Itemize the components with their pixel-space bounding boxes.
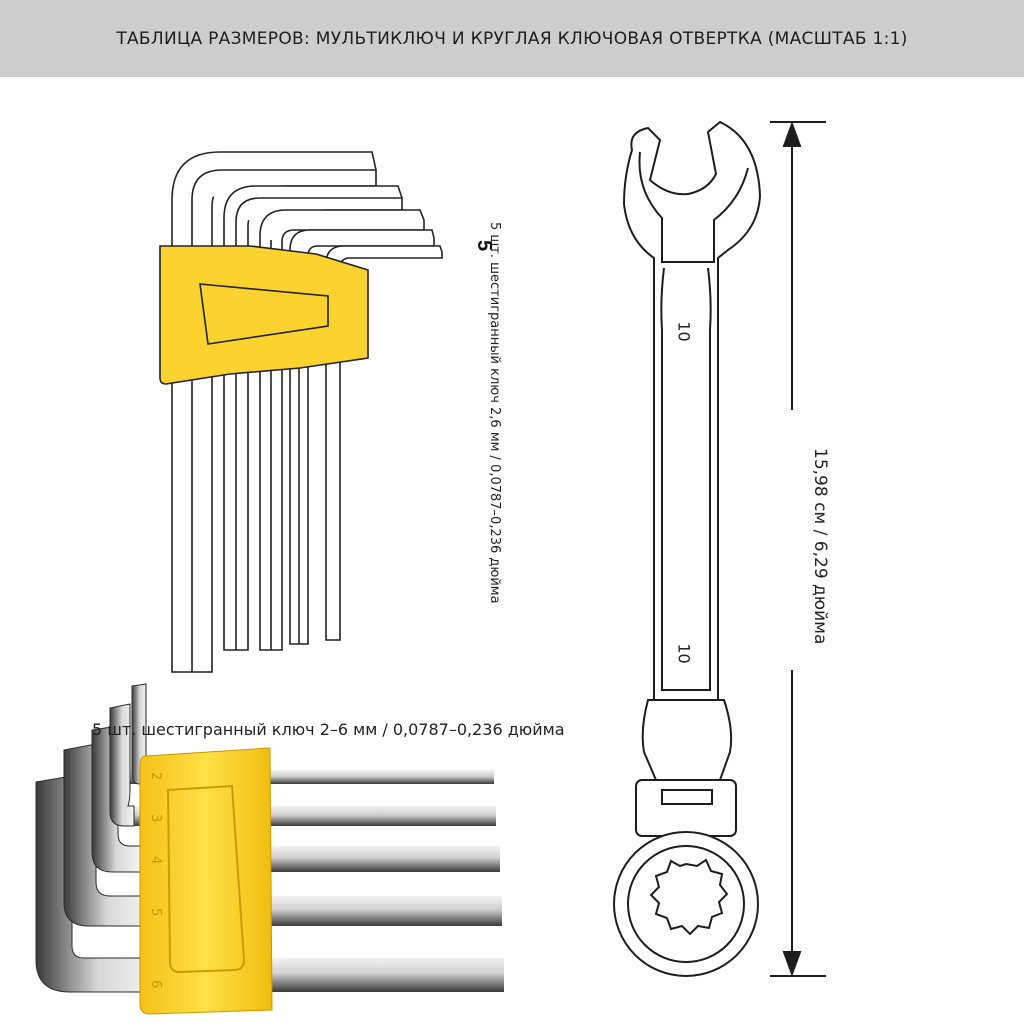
- holder-size-mark: 2: [148, 772, 163, 780]
- title-banner: ТАБЛИЦА РАЗМЕРОВ: МУЛЬТИКЛЮЧ И КРУГЛАЯ К…: [0, 0, 1024, 77]
- wrench-size-label-bottom: 10: [674, 643, 694, 664]
- holder-size-mark: 6: [148, 980, 163, 988]
- holder-size-mark: 5: [148, 908, 163, 916]
- holder-size-mark: 4: [148, 856, 163, 864]
- holder-size-mark: 3: [148, 814, 163, 822]
- hex-key-bottom-caption: 5 шт. шестигранный ключ 2–6 мм / 0,0787–…: [92, 720, 565, 739]
- page-title: ТАБЛИЦА РАЗМЕРОВ: МУЛЬТИКЛЮЧ И КРУГЛАЯ К…: [116, 28, 908, 49]
- wrench-length-label: 15,98 см / 6,29 дюйма: [810, 448, 830, 645]
- hex-holder-yellow-photo: [139, 747, 273, 1015]
- wrench-size-label-top: 10: [674, 321, 694, 342]
